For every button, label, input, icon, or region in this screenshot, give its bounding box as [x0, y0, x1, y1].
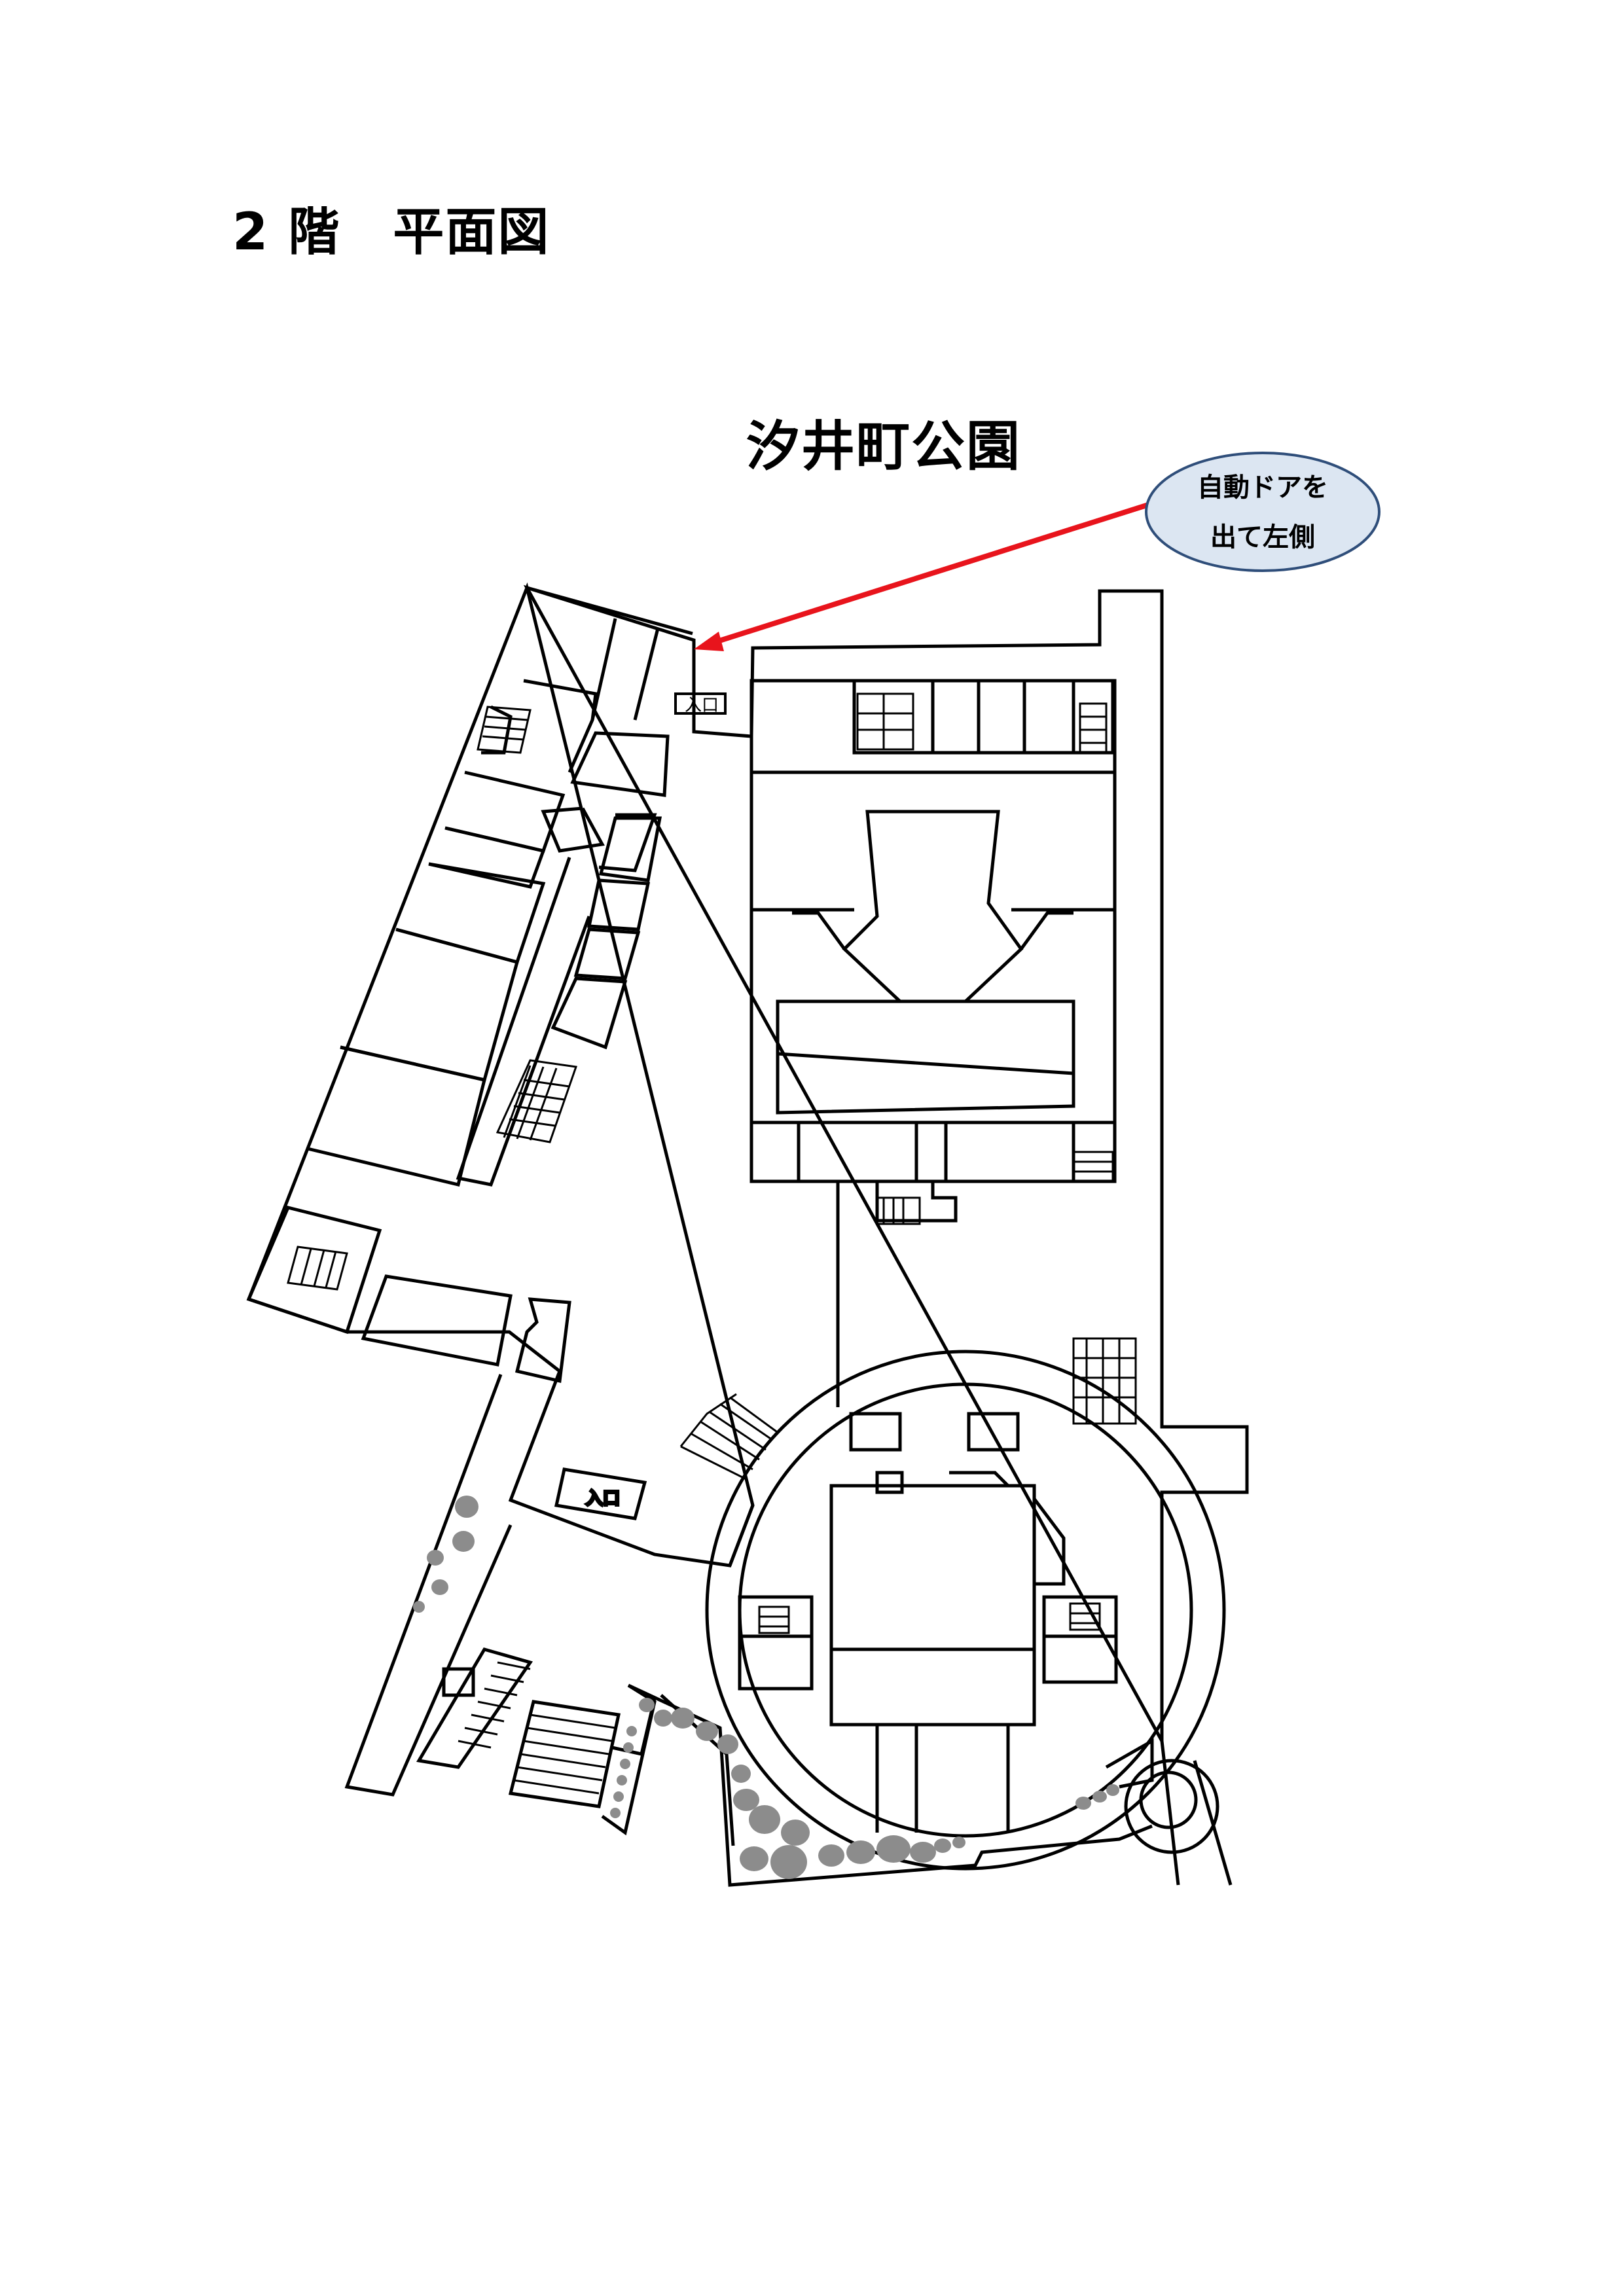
entrance-label-upper: 入口 [685, 696, 719, 715]
shrubs [413, 1496, 1119, 1879]
park-label: 汐井町公園 [746, 416, 1022, 478]
rotunda [679, 1350, 1226, 1871]
theater-block [749, 679, 1117, 1407]
left-wing-outline: 入口 [246, 582, 1249, 1797]
entrance-label-lower: 入口 [586, 1489, 620, 1509]
east-stair [1072, 1337, 1137, 1425]
callout-arrow [694, 501, 1152, 651]
callout-line-2: 出て左側 [1210, 522, 1315, 552]
page-title: 2 階 平面図 [232, 203, 550, 262]
callout-bubble [1145, 452, 1380, 572]
callout-line-1: 自動ドアを [1197, 472, 1328, 503]
callout-text: 自動ドアを 出て左側 [1144, 452, 1381, 573]
